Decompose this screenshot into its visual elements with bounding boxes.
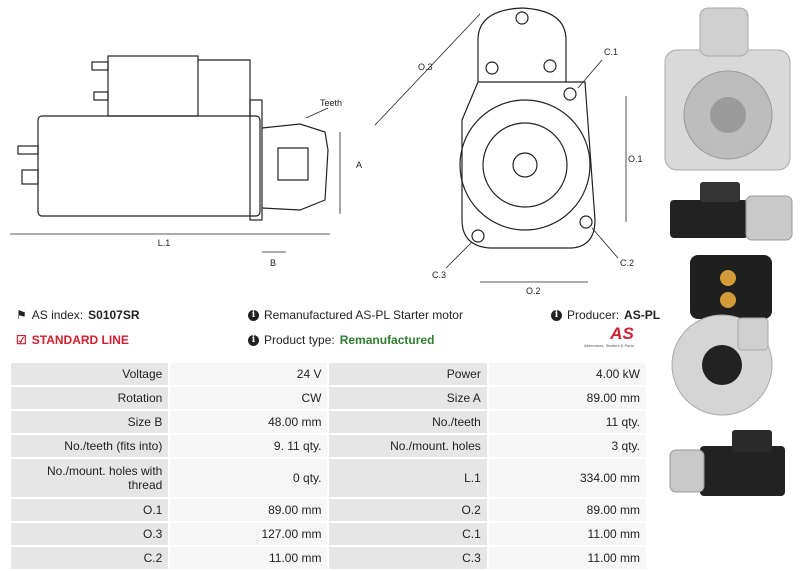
housing-top-side [198,59,251,116]
photo-rear [690,255,772,319]
teeth-leader [305,107,329,119]
as-index-value: S0107SR [88,308,140,322]
standard-line: ☑ STANDARD LINE [16,333,129,347]
solenoid-side [107,55,199,117]
product-info: ⚑ AS index: S0107SR ☑ STANDARD LINE i Re… [0,303,660,359]
front-view-flange [461,81,596,249]
label-b: B [270,258,276,268]
photo-side-2 [669,430,785,496]
label-teeth: Teeth [320,98,342,108]
table-row: No./teeth (fits into)9. 11 qty. No./moun… [11,435,646,457]
checkbox-icon: ☑ [16,333,27,347]
motor-body-side [37,115,261,217]
front-view-hole-r [543,59,557,73]
producer-value: AS-PL [624,308,661,322]
c3-leader [445,241,473,269]
c1-leader [577,59,603,89]
label-o1: O.1 [628,154,643,164]
producer-label: Producer: [567,308,620,322]
info-icon: i [248,334,259,346]
description-text: Remanufactured AS-PL Starter motor [264,308,463,322]
label-c2: C.2 [620,258,634,268]
label-c1: C.1 [604,47,618,57]
product-type-value: Remanufactured [339,333,435,347]
standard-line-label: STANDARD LINE [31,333,129,347]
product-photos [664,7,793,496]
as-index: ⚑ AS index: S0107SR [16,308,140,322]
label-o2: O.2 [526,286,541,296]
as-index-label: AS index: [31,308,84,322]
front-view-hole-c3 [471,229,485,243]
flange-side [249,99,263,221]
terminal-left-lower [21,169,39,185]
terminal-left [17,145,39,155]
producer: i Producer: AS-PL [551,308,660,322]
description: i Remanufactured AS-PL Starter motor [248,308,463,322]
front-view-bore-outer [459,99,591,231]
info-icon: i [248,309,259,321]
nose-side [261,123,329,211]
front-view-bore-inner [482,122,568,208]
front-view-top-lug [477,7,567,82]
front-view-shaft [512,152,538,178]
pinion-side [277,147,309,181]
logo-tagline: Alternators, Starters & Parts [584,343,634,348]
product-type: i Product type: Remanufactured [248,333,434,347]
label-o3: O.3 [418,62,433,72]
technical-drawing: L.1 A B Teeth O.3 C.1 O.1 C.2 C.3 O.2 [10,7,643,296]
terminal-top [91,61,109,71]
photo-side-1 [670,182,793,241]
terminal-mid [93,91,109,101]
front-view-hole-l [485,61,499,75]
front-view-hole-c2 [579,215,593,229]
asplus-logo: AS Alternators, Starters & Parts [584,324,634,349]
logo-mark: AS [610,324,634,343]
o3-dimension-line [374,13,481,126]
label-l1: L.1 [158,238,171,248]
front-view-hole-c1 [563,87,577,101]
info-icon: i [551,309,562,321]
product-type-label: Product type: [264,333,335,347]
label-c3: C.3 [432,270,446,280]
front-view-hole-top [515,11,529,25]
photo-front-2 [671,314,773,416]
c2-leader [591,227,619,259]
label-a: A [356,160,362,170]
tag-icon: ⚑ [16,308,27,322]
photo-front [664,7,791,171]
